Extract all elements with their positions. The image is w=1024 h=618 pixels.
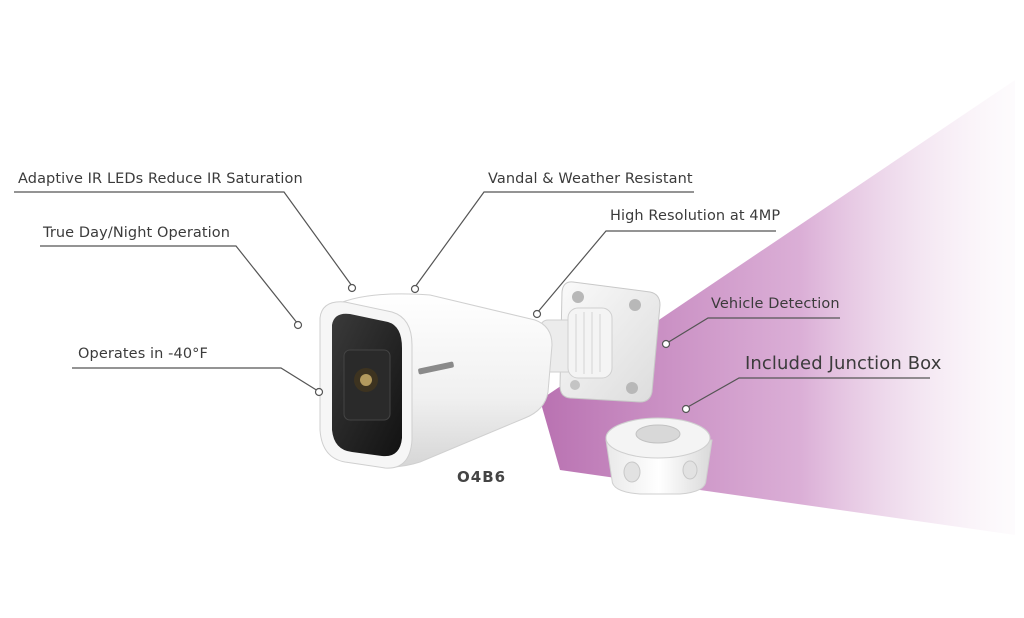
leader-adaptive-ir <box>14 191 353 287</box>
leader-day-night <box>40 245 299 325</box>
leader-junction <box>685 377 930 409</box>
bullet-camera <box>319 293 553 469</box>
callout-operates: Operates in -40°F <box>78 346 208 362</box>
callout-resolution: High Resolution at 4MP <box>610 208 781 224</box>
leader-vehicle <box>666 317 840 344</box>
junction-box <box>605 417 713 495</box>
leader-endpoints <box>293 283 691 414</box>
leader-lines <box>14 191 930 409</box>
leader-vandal <box>414 191 694 288</box>
leader-resolution <box>536 230 776 314</box>
model-name: O4B6 <box>457 468 507 486</box>
leader-operates <box>72 367 319 392</box>
callout-adaptive-ir: Adaptive IR LEDs Reduce IR Saturation <box>18 171 303 187</box>
callout-vehicle: Vehicle Detection <box>711 296 840 312</box>
callout-vandal: Vandal & Weather Resistant <box>488 171 693 187</box>
callout-junction: Included Junction Box <box>745 353 942 374</box>
callout-day-night: True Day/Night Operation <box>43 225 231 241</box>
